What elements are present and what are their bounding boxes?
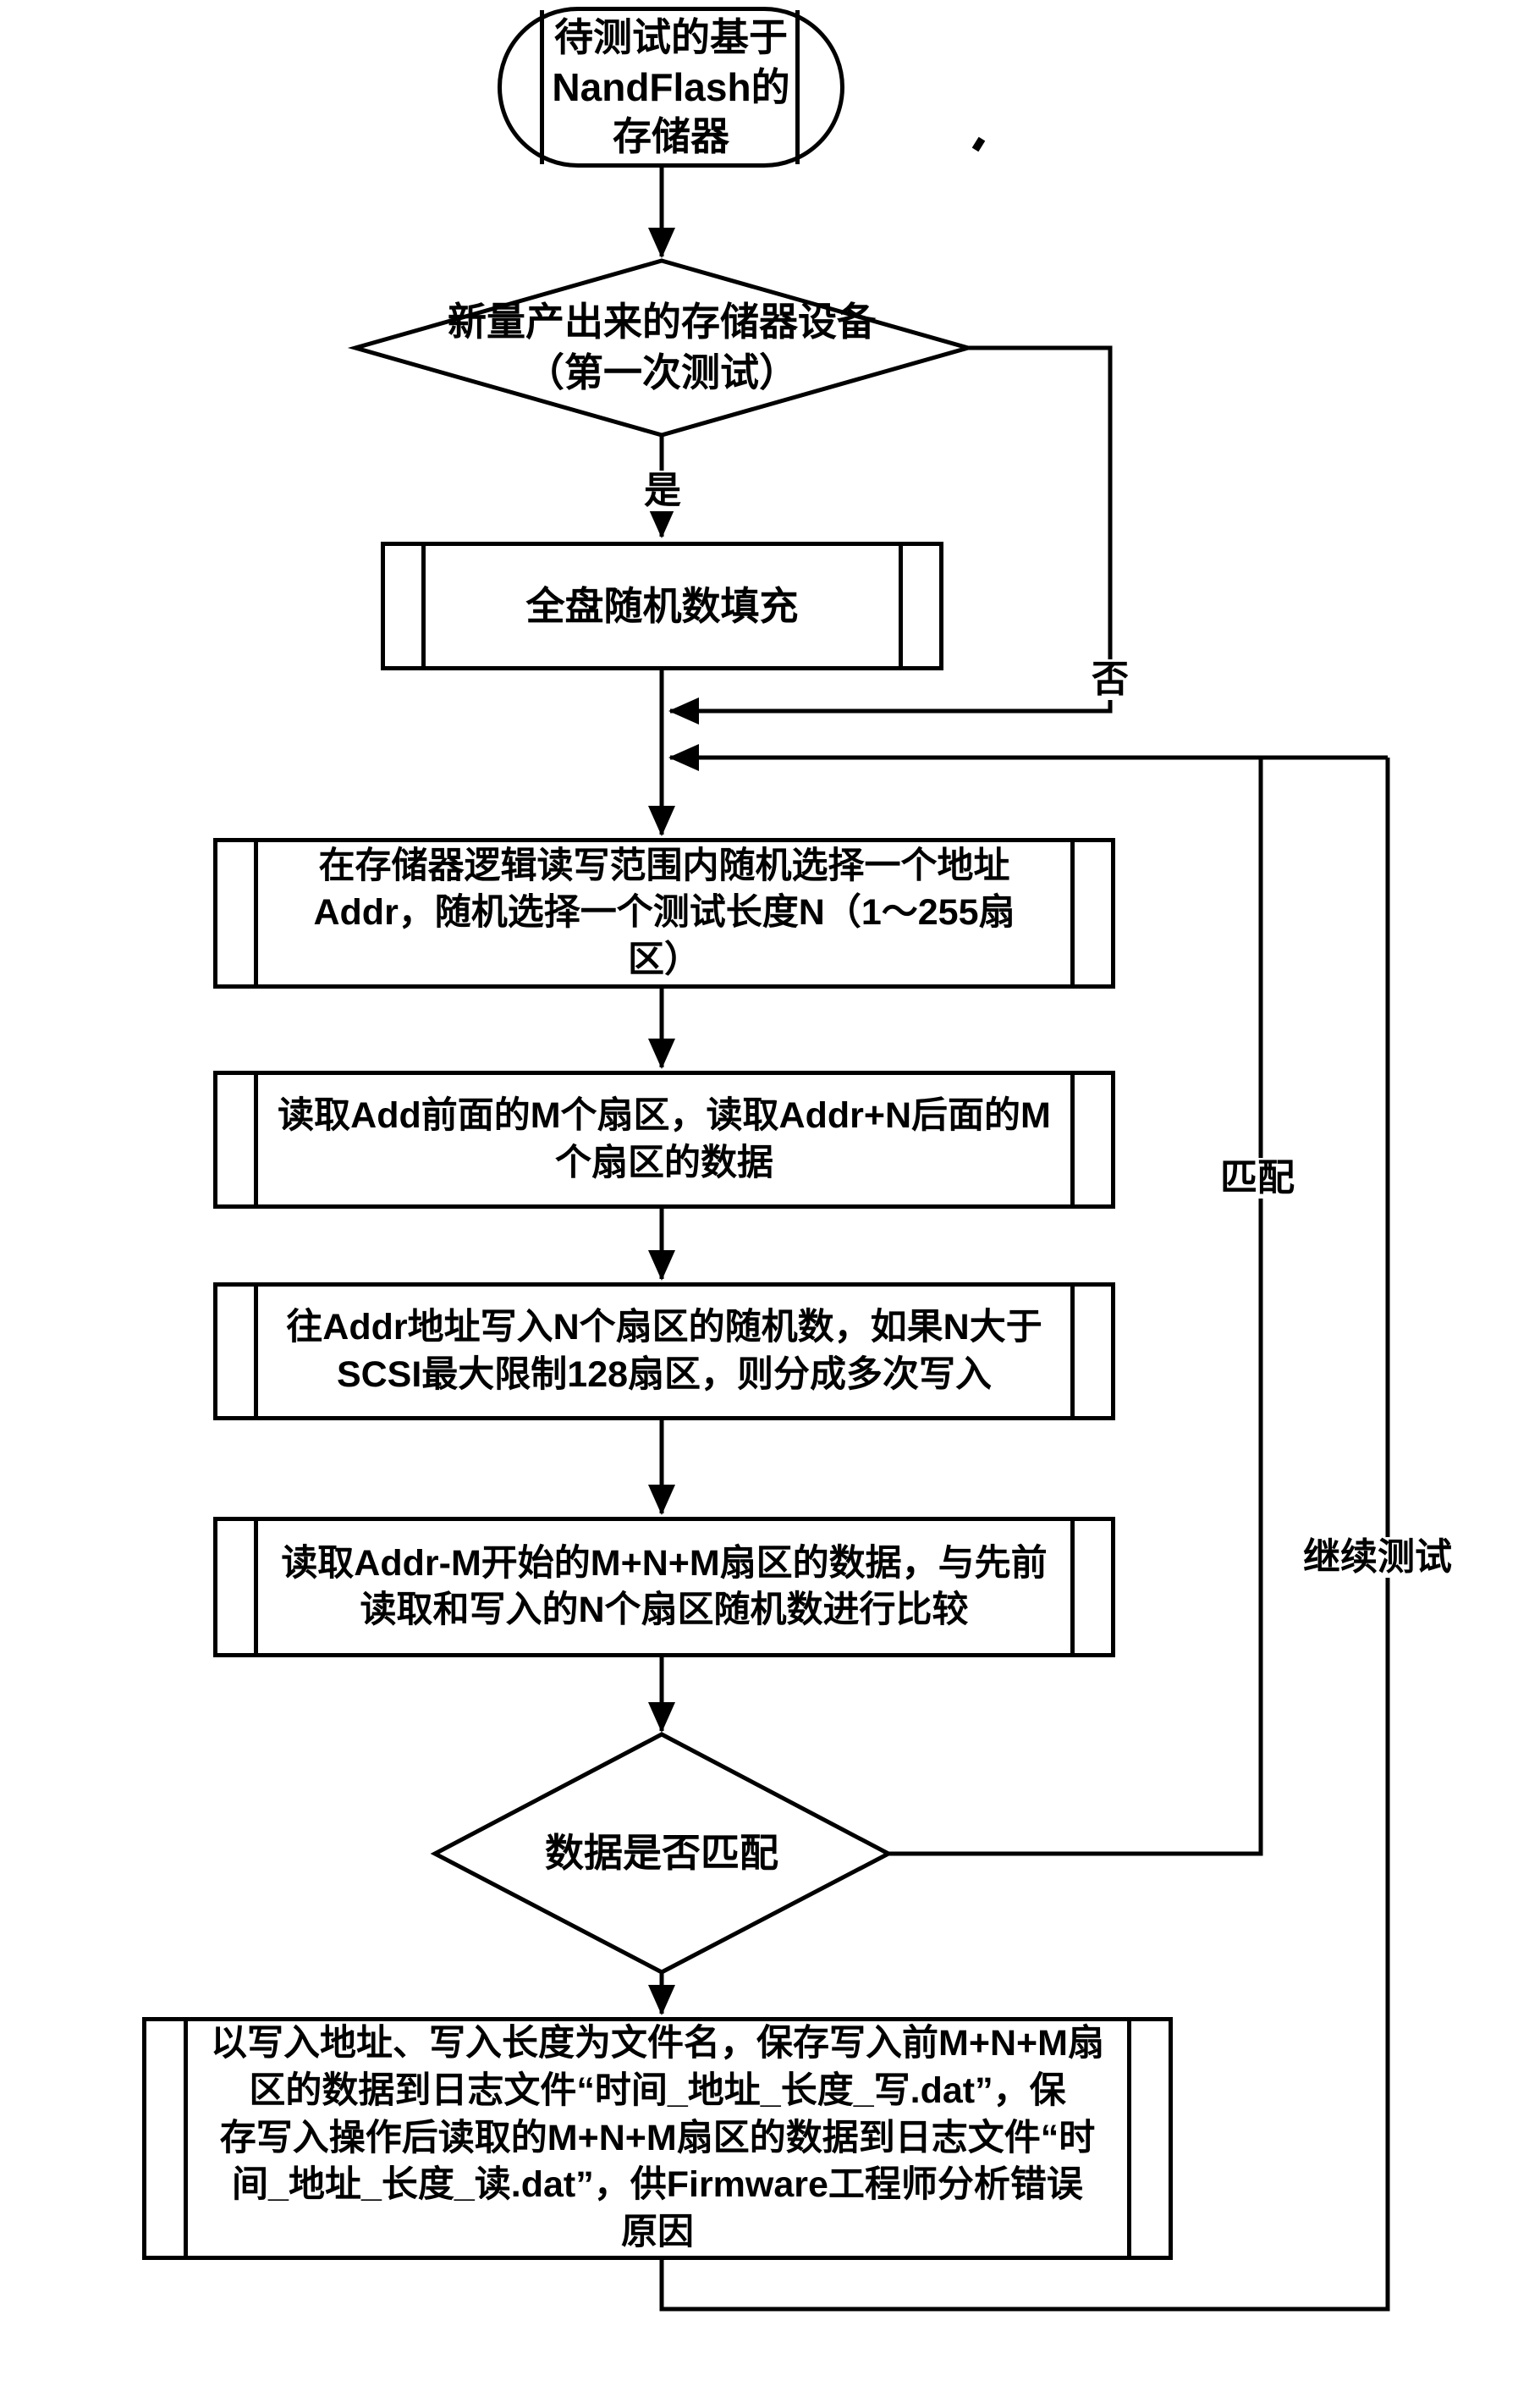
read-adjacent-side-bar-left xyxy=(254,1074,258,1205)
read-compare-side-bar-left xyxy=(254,1520,258,1654)
first-test-decision-text: 新量产出来的存储器设备 （第一次测试） xyxy=(355,261,968,435)
read-compare-side-bar-right xyxy=(1070,1520,1075,1654)
edge-match-loop xyxy=(888,758,1263,1856)
save-log-text: 以写入地址、写入长度为文件名，保存写入前M+N+M扇 区的数据到日志文件“时间_… xyxy=(211,2022,1104,2253)
node-read-adjacent: 读取Add前面的M个扇区，读取Addr+N后面的M 个扇区的数据 xyxy=(213,1071,1115,1209)
match-decision-label: 数据是否匹配 xyxy=(545,1830,778,1875)
pick-address-text: 在存储器逻辑读写范围内随机选择一个地址 Addr，随机选择一个测试长度N（1～2… xyxy=(313,846,1015,980)
save-log-side-bar-right xyxy=(1127,2020,1131,2257)
label-continue-test: 继续测试 xyxy=(1300,1537,1455,1578)
node-pick-address: 在存储器逻辑读写范围内随机选择一个地址 Addr，随机选择一个测试长度N（1～2… xyxy=(213,838,1115,989)
node-write-random: 往Addr地址写入N个扇区的随机数，如果N大于 SCSI最大限制128扇区，则分… xyxy=(213,1282,1115,1420)
first-test-decision-label: 新量产出来的存储器设备 （第一次测试） xyxy=(448,300,876,394)
label-no: 否 xyxy=(1088,659,1132,700)
label-match: 匹配 xyxy=(1217,1158,1298,1199)
node-read-compare: 读取Addr-M开始的M+N+M扇区的数据，与先前 读取和写入的N个扇区随机数进… xyxy=(213,1517,1115,1657)
node-save-log: 以写入地址、写入长度为文件名，保存写入前M+N+M扇 区的数据到日志文件“时间_… xyxy=(142,2017,1173,2260)
write-random-text: 往Addr地址写入N个扇区的随机数，如果N大于 SCSI最大限制128扇区，则分… xyxy=(286,1307,1042,1395)
node-start-terminal: 待测试的基于 NandFlash的 存储器 xyxy=(498,7,844,168)
edge-continue-loop xyxy=(659,758,1390,2312)
start-terminal-text: 待测试的基于 NandFlash的 存储器 xyxy=(552,14,790,159)
node-first-test-decision-shape xyxy=(347,258,976,438)
node-match-decision-shape xyxy=(430,1732,894,1975)
save-log-side-bar-left xyxy=(184,2020,188,2257)
terminal-side-bar-left xyxy=(540,10,544,164)
read-compare-text: 读取Addr-M开始的M+N+M扇区的数据，与先前 读取和写入的N个扇区随机数进… xyxy=(281,1542,1048,1630)
write-random-side-bar-right xyxy=(1070,1286,1075,1417)
terminal-side-bar-right xyxy=(795,10,800,164)
node-fill-random: 全盘随机数填充 xyxy=(381,542,943,670)
fill-random-side-bar-left xyxy=(421,545,426,667)
read-adjacent-side-bar-right xyxy=(1070,1074,1075,1205)
label-yes: 是 xyxy=(641,471,685,511)
pick-address-side-bar-right xyxy=(1070,841,1075,985)
fill-random-side-bar-right xyxy=(899,545,903,667)
pick-address-side-bar-left xyxy=(254,841,258,985)
read-adjacent-text: 读取Add前面的M个扇区，读取Addr+N后面的M 个扇区的数据 xyxy=(278,1095,1051,1183)
match-decision-text: 数据是否匹配 xyxy=(435,1734,888,1972)
fill-random-text: 全盘随机数填充 xyxy=(525,583,799,628)
write-random-side-bar-left xyxy=(254,1286,258,1417)
edge-no-branch xyxy=(668,345,1113,725)
